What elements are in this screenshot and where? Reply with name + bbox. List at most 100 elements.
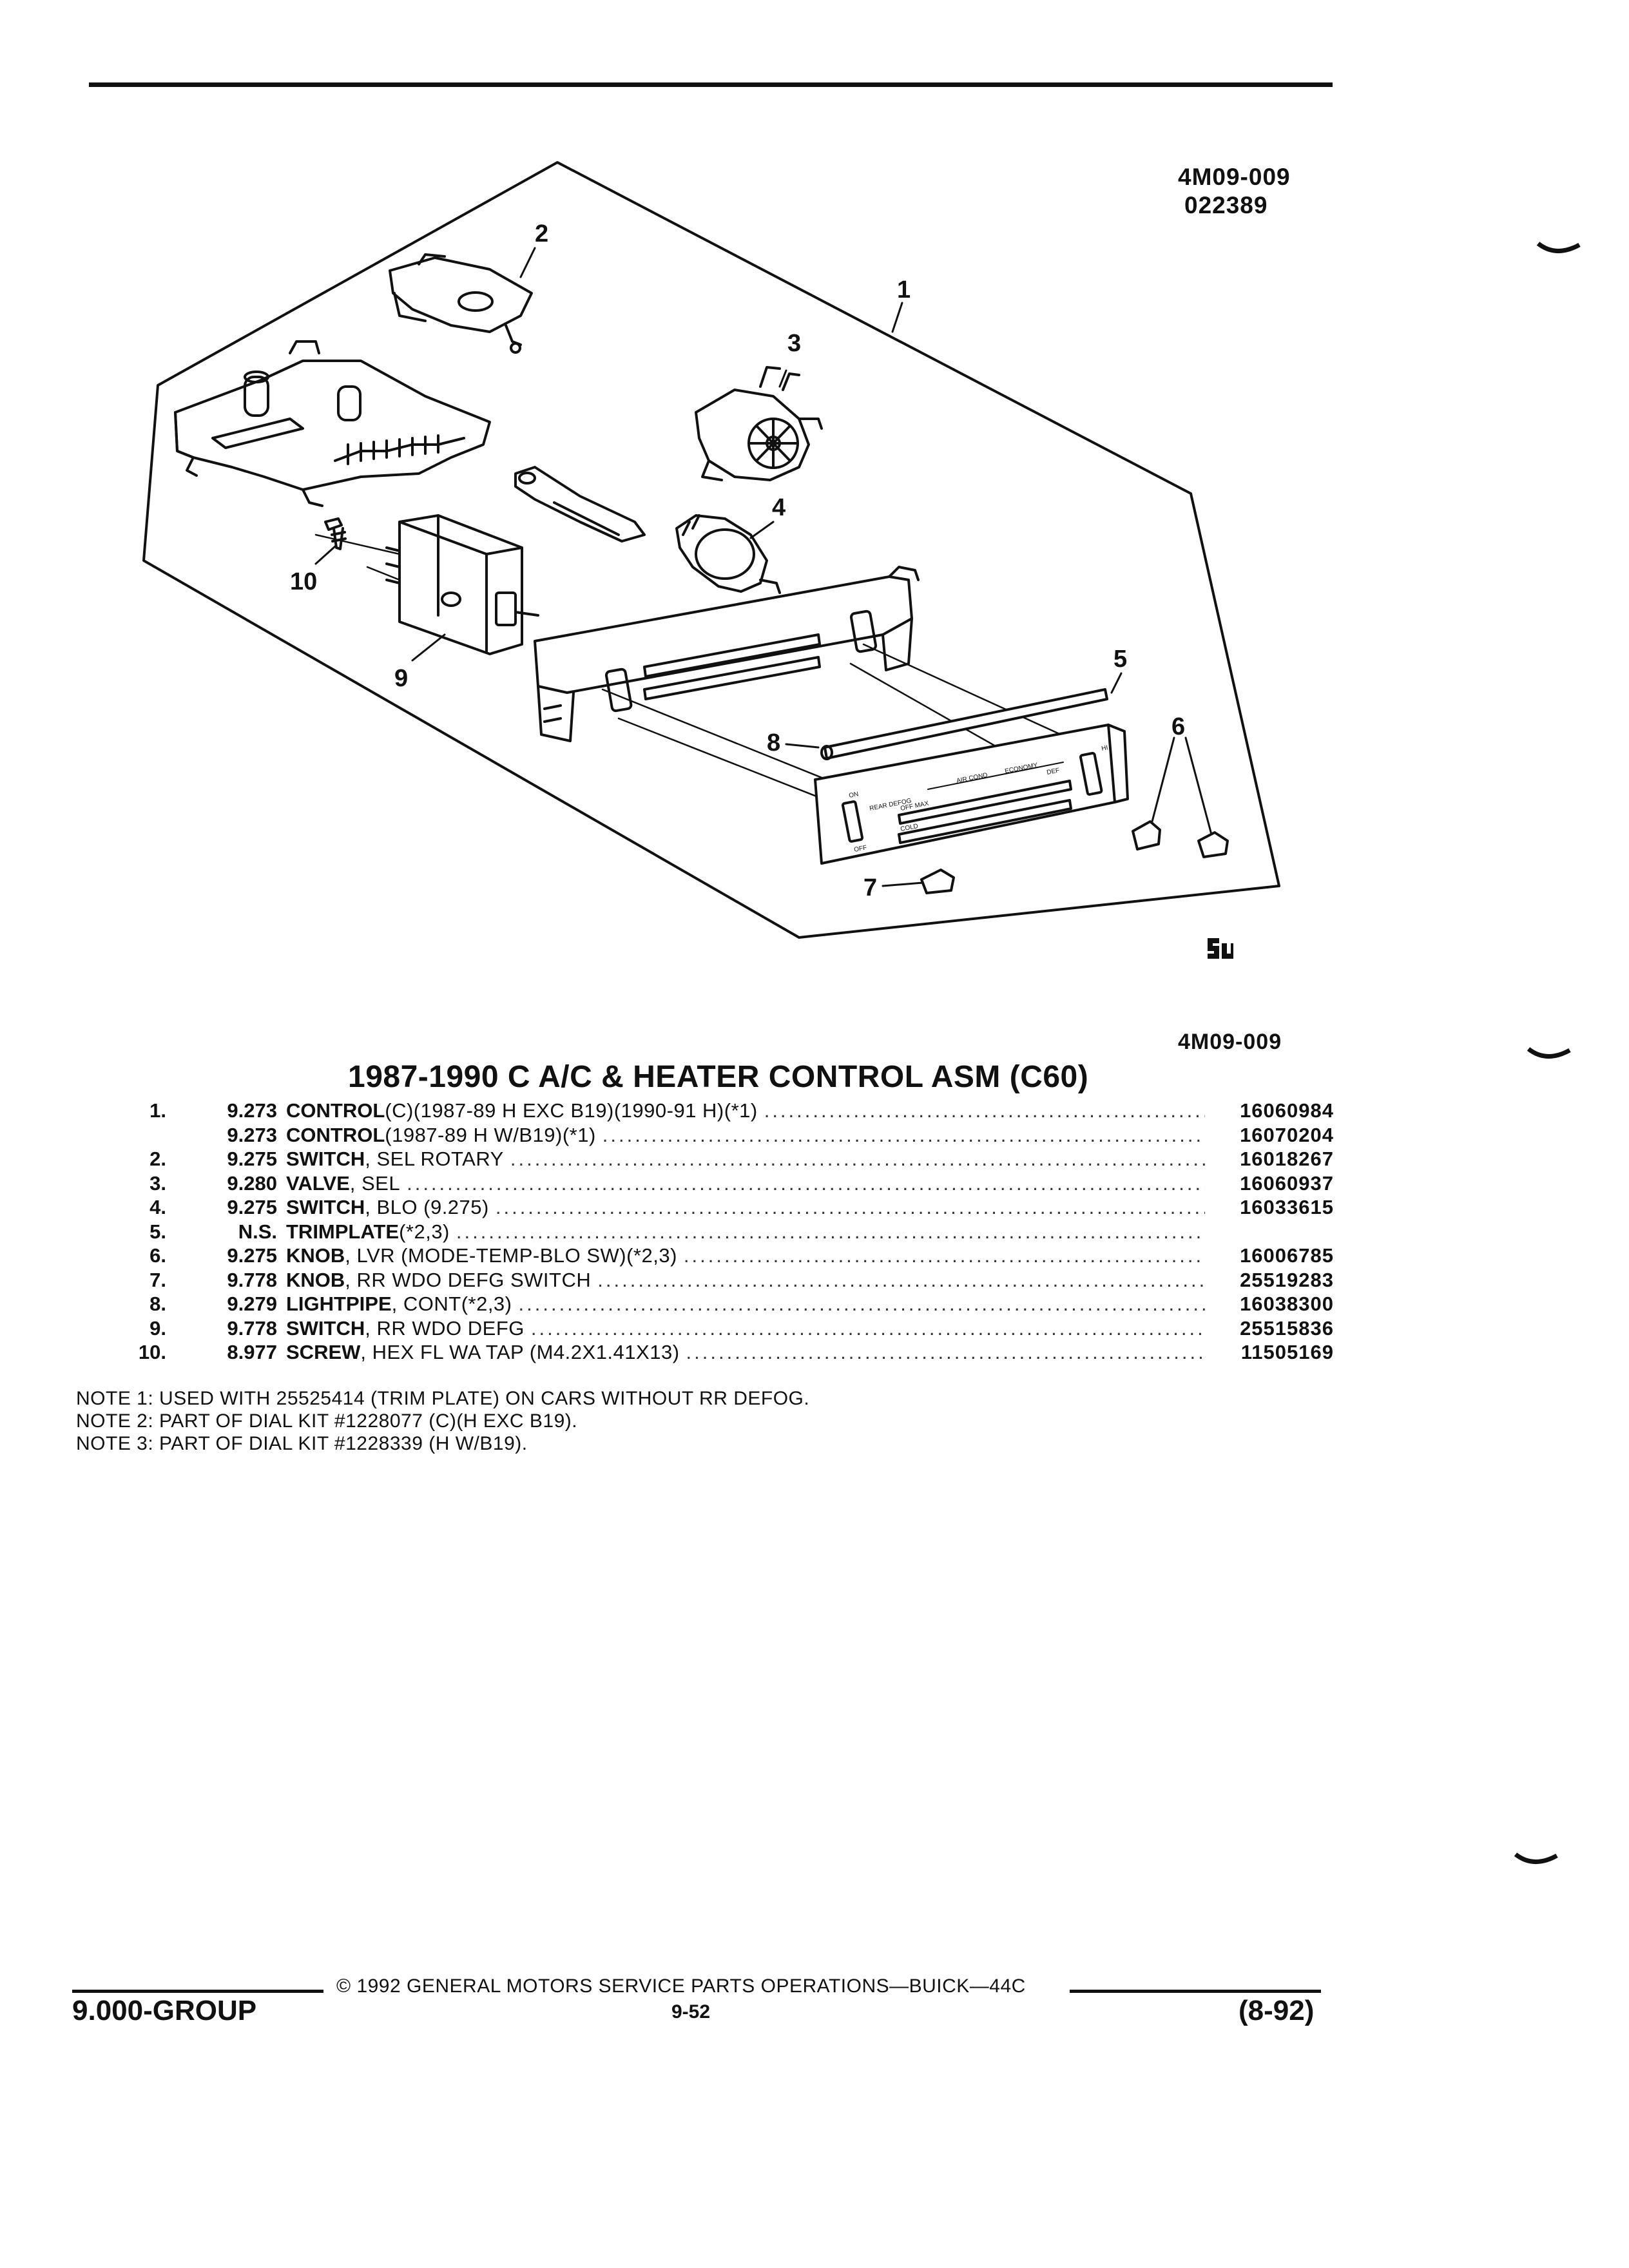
leader-dots: ........................................… xyxy=(597,1268,1205,1291)
group-number: 9.778 xyxy=(227,1316,277,1340)
group-number: 9.275 xyxy=(227,1148,277,1170)
revision-date: (8-92) xyxy=(1239,1995,1315,2026)
part-number: 11505169 xyxy=(1240,1341,1334,1363)
leader-dots: ........................................… xyxy=(510,1148,1205,1170)
group-number: 9.279 xyxy=(227,1293,277,1315)
part-description: SWITCH , SEL ROTARY.....................… xyxy=(277,1148,1211,1171)
group-number: 9.778 xyxy=(227,1268,277,1291)
note-3: NOTE 3: PART OF DIAL KIT #1228339 (H W/B… xyxy=(76,1433,528,1454)
part-number: 16038300 xyxy=(1240,1293,1334,1315)
leader-dots: ........................................… xyxy=(686,1341,1205,1363)
callout-10: 10 xyxy=(290,568,317,595)
callout-2: 2 xyxy=(535,220,548,247)
callout-3: 3 xyxy=(787,330,801,357)
part-trim-plate xyxy=(814,724,1129,865)
part-lightpipe-rod xyxy=(820,688,1108,760)
panel-label-def: DEF xyxy=(1046,767,1060,776)
part-number: 16006785 xyxy=(1240,1244,1334,1267)
part-knob-7 xyxy=(920,869,955,894)
part-detail: , RR WDO DEFG SWITCH xyxy=(345,1268,592,1291)
part-name: CONTROL xyxy=(286,1123,385,1146)
binder-mark-icon xyxy=(1514,1852,1558,1864)
part-detail: (*2,3) xyxy=(399,1220,450,1243)
part-name: TRIMPLATE xyxy=(286,1220,400,1243)
part-description: CONTROL (C)(1987-89 H EXC B19)(1990-91 H… xyxy=(277,1099,1211,1122)
part-name: KNOB xyxy=(286,1244,345,1267)
part-faceplate-bracket xyxy=(534,566,920,742)
item-number: 10. xyxy=(138,1341,166,1363)
callout-5: 5 xyxy=(1113,646,1127,673)
note-1: NOTE 1: USED WITH 25525414 (TRIM PLATE) … xyxy=(76,1388,810,1409)
item-number: 8. xyxy=(149,1293,166,1315)
callout-7: 7 xyxy=(863,874,877,901)
leader-dots: ........................................… xyxy=(602,1123,1205,1146)
part-number: 16060984 xyxy=(1240,1099,1334,1122)
part-description: KNOB , LVR (MODE-TEMP-BLO SW)(*2,3).....… xyxy=(277,1244,1211,1267)
item-number: 3. xyxy=(149,1171,166,1195)
part-detail: , SEL ROTARY xyxy=(365,1148,504,1170)
part-detail: , HEX FL WA TAP (M4.2X1.41X13) xyxy=(360,1341,680,1363)
group-number: 9.280 xyxy=(227,1171,277,1195)
bottom-illustration-code: 4M09-009 xyxy=(1178,1030,1282,1054)
copyright: © 1992 GENERAL MOTORS SERVICE PARTS OPER… xyxy=(336,1975,1026,1997)
part-rotary-switch xyxy=(389,253,533,354)
panel-label-off: OFF xyxy=(853,844,867,854)
parts-row: 5.N.S.TRIMPLATE (*2,3)..................… xyxy=(97,1220,1334,1245)
group-label: 9.000-GROUP xyxy=(72,1995,257,2026)
part-cable-bracket xyxy=(514,466,646,543)
illustration-code: 4M09-009 xyxy=(1178,164,1291,190)
part-number: 16070204 xyxy=(1240,1123,1334,1146)
parts-row: 9. 9.778 SWITCH , RR WDO DEFG.............… xyxy=(97,1317,1334,1341)
leader-dots: ........................................… xyxy=(530,1316,1205,1340)
callout-1: 1 xyxy=(897,276,911,303)
part-detail: , SEL xyxy=(349,1171,401,1195)
binder-mark-icon xyxy=(1537,242,1581,253)
footer-rule-left xyxy=(72,1990,323,1993)
part-number: 25519283 xyxy=(1240,1268,1334,1291)
callout-4: 4 xyxy=(772,494,786,521)
part-description: SWITCH , BLO (9.275)....................… xyxy=(277,1196,1211,1219)
group-number: N.S. xyxy=(238,1220,277,1243)
part-name: SWITCH xyxy=(286,1316,365,1340)
part-number: 16018267 xyxy=(1240,1148,1334,1170)
part-description: CONTROL (1987-89 H W/B19)(*1)...........… xyxy=(277,1124,1211,1147)
item-number: 9. xyxy=(149,1316,166,1340)
part-detail: (C)(1987-89 H EXC B19)(1990-91 H)(*1) xyxy=(385,1099,758,1122)
assembly-boundary xyxy=(142,161,1280,939)
illustration-date: 022389 xyxy=(1184,192,1268,218)
part-description: KNOB , RR WDO DEFG SWITCH...............… xyxy=(277,1269,1211,1292)
part-detail: , CONT(*2,3) xyxy=(391,1293,512,1315)
item-number: 4. xyxy=(149,1196,166,1218)
panel-label-on: ON xyxy=(848,791,859,800)
part-description: SCREW , HEX FL WA TAP (M4.2X1.41X13)....… xyxy=(277,1341,1211,1364)
panel-label-hi: HI xyxy=(1101,744,1108,753)
binder-mark-icon xyxy=(1527,1047,1571,1059)
item-number: 7. xyxy=(149,1268,166,1291)
part-detail: , RR WDO DEFG xyxy=(365,1316,525,1340)
note-2: NOTE 2: PART OF DIAL KIT #1228077 (C)(H … xyxy=(76,1410,578,1432)
part-name: CONTROL xyxy=(286,1099,385,1122)
callout-9: 9 xyxy=(394,665,408,692)
leader-dots: ........................................… xyxy=(683,1244,1205,1267)
part-description: TRIMPLATE (*2,3)........................… xyxy=(277,1220,1211,1244)
part-name: SWITCH xyxy=(286,1148,365,1170)
part-name: SWITCH xyxy=(286,1196,365,1218)
item-number: 1. xyxy=(149,1099,166,1122)
part-name: SCREW xyxy=(286,1341,361,1363)
notes: NOTE 1: USED WITH 25525414 (TRIM PLATE) … xyxy=(76,1388,809,1456)
part-screw xyxy=(324,517,347,550)
leader-dots: ........................................… xyxy=(518,1293,1206,1315)
group-number: 9.275 xyxy=(227,1196,277,1218)
part-name: VALVE xyxy=(286,1171,350,1195)
section-title: 1987-1990 C A/C & HEATER CONTROL ASM (C6… xyxy=(348,1060,1089,1094)
part-rear-defog-switch xyxy=(385,514,539,655)
footer-rule-right xyxy=(1070,1990,1321,1993)
